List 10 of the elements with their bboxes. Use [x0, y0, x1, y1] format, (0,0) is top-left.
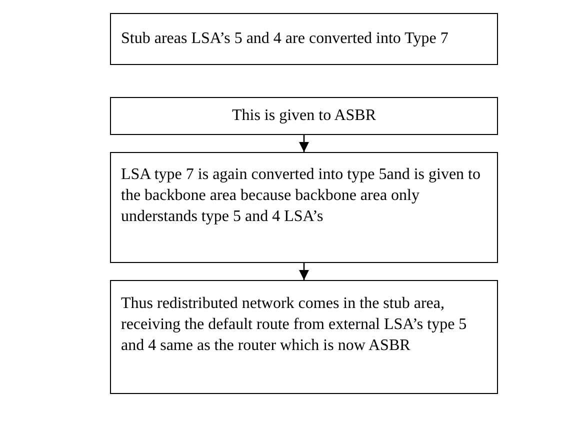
box-text: LSA type 7 is again converted into type 5and is given to the backbone area because backbone area only understands type 5 and 4 LSA’s — [121, 165, 482, 227]
process-box — [110, 13, 498, 65]
box-text: Thus redistributed network comes in the stub area, receiving the default route from external LSA’s type 5 and 4 same as the router which is now ASBR — [121, 294, 468, 356]
process-box — [110, 97, 498, 135]
process-box — [110, 280, 498, 394]
arrow — [299, 135, 309, 152]
box-text: Stub areas LSA’s 5 and 4 are converted into Type 7 — [121, 29, 450, 49]
process-box — [110, 152, 498, 263]
arrow — [299, 263, 309, 280]
box-text: This is given to ASBR — [230, 106, 378, 126]
